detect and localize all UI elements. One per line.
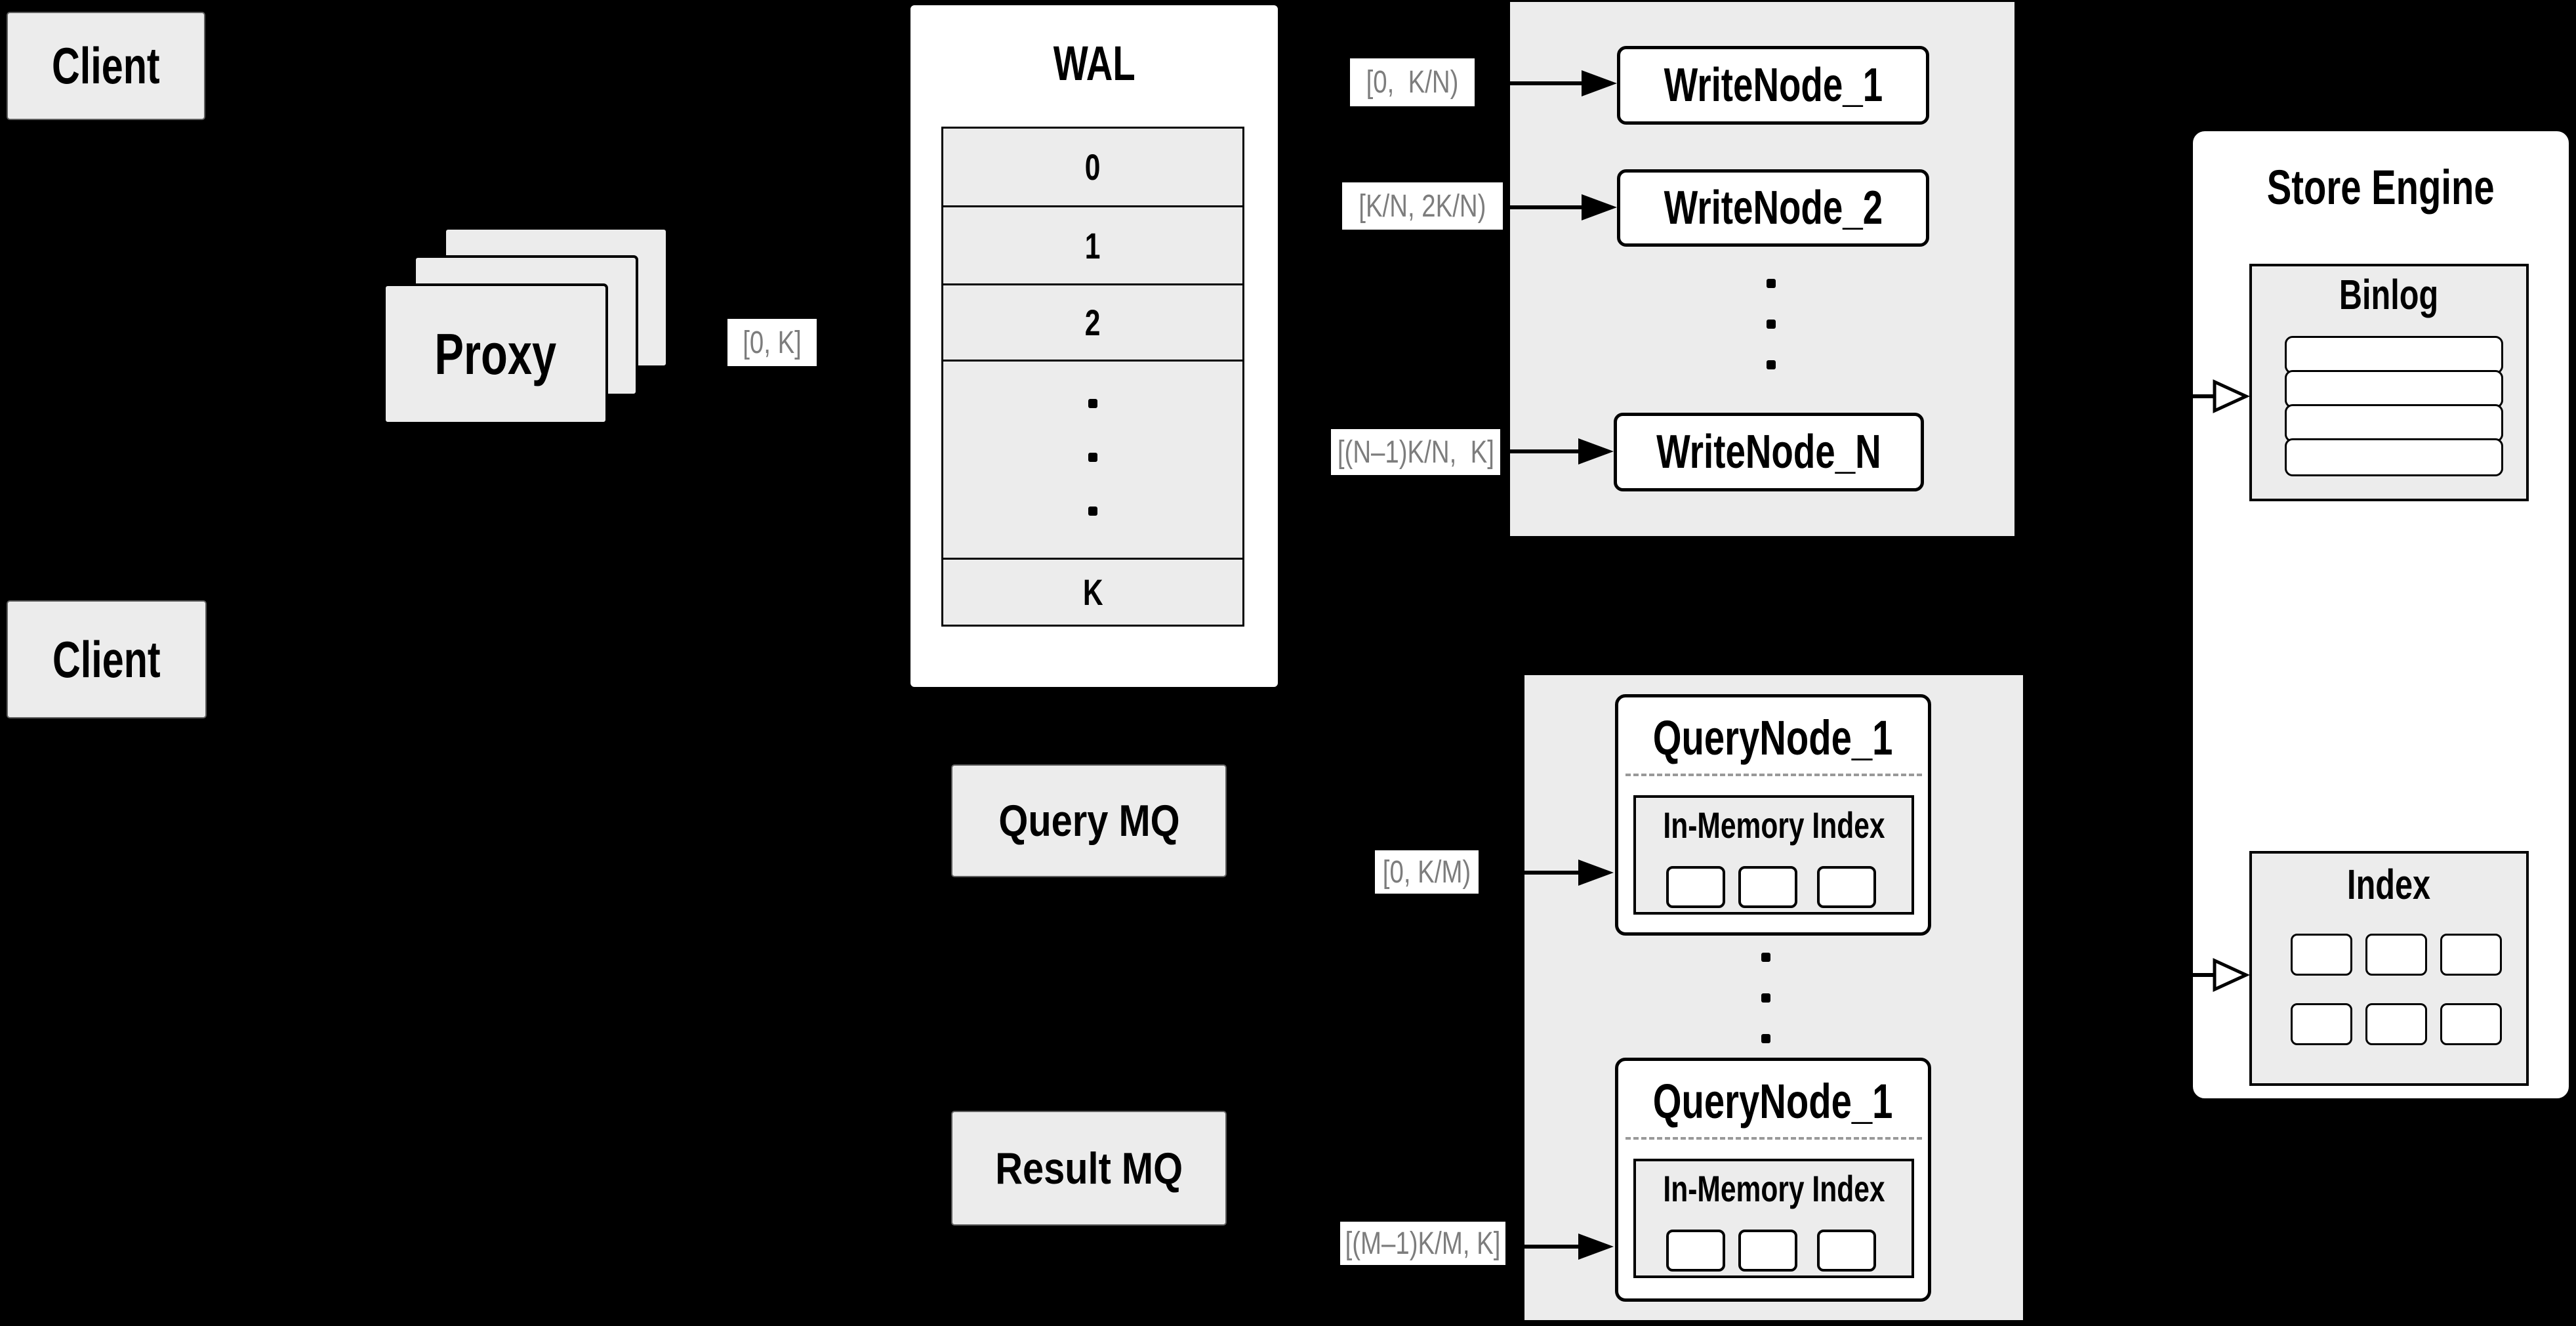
- query-range-badge-1: [0, K/M): [1375, 850, 1479, 894]
- result-mq-label: Result MQ: [995, 1143, 1183, 1193]
- write-node-1: WriteNode_1: [1617, 46, 1929, 125]
- client-box-top: Client: [7, 12, 205, 120]
- memory-segment-cell: [1738, 866, 1797, 908]
- in-memory-index-1-title: In-Memory Index: [1662, 804, 1885, 846]
- wal-segment-row-0: 0: [943, 129, 1242, 207]
- query-mq-label: Query MQ: [998, 796, 1180, 846]
- query-node-ellipsis-dot: [1761, 953, 1770, 962]
- binlog-input-arrow: [2125, 379, 2250, 413]
- write-node-2: WriteNode_2: [1617, 169, 1929, 247]
- binlog-row: [2285, 404, 2503, 442]
- arrowhead-write-n: [1578, 438, 1614, 465]
- wal-title: WAL: [1053, 35, 1135, 91]
- client-bottom-label: Client: [52, 630, 161, 688]
- index-input-arrow: [2125, 958, 2250, 992]
- write-range-2-label: [K/N, 2K/N): [1359, 188, 1486, 224]
- index-cell: [2365, 1003, 2427, 1045]
- wal-segment-table: 0 1 2 K: [941, 127, 1244, 627]
- arrow-line-write-n: [1502, 449, 1578, 453]
- write-node-ellipsis-dot: [1767, 320, 1776, 329]
- arrowhead-query-1: [1578, 860, 1614, 886]
- index-title-block: Index: [2249, 858, 2529, 911]
- query-range-badge-2: [(M–1)K/M, K]: [1340, 1222, 1505, 1265]
- result-mq-box: Result MQ: [951, 1111, 1227, 1226]
- write-range-badge-n: [(N–1)K/N, K]: [1331, 429, 1500, 475]
- query-node-1-title: QueryNode_1: [1653, 710, 1893, 765]
- proxy-range-badge: [0, K]: [727, 319, 817, 366]
- write-node-ellipsis-dot: [1767, 279, 1776, 288]
- index-cell: [2291, 1003, 2352, 1045]
- query-node-1-divider: [1625, 774, 1922, 776]
- wal-segment-row-k: K: [943, 560, 1242, 625]
- write-node-ellipsis-dot: [1767, 360, 1776, 369]
- index-cell: [2291, 934, 2352, 976]
- arrow-line-write-2: [1504, 205, 1582, 209]
- arrowhead-write-1: [1582, 70, 1617, 96]
- wal-segment-label: 0: [1085, 146, 1101, 188]
- query-mq-box: Query MQ: [951, 764, 1227, 877]
- write-range-badge-1: [0, K/N): [1350, 58, 1475, 106]
- binlog-title: Binlog: [2339, 271, 2439, 318]
- write-range-n-label: [(N–1)K/N, K]: [1337, 434, 1494, 470]
- arrow-line-query-2: [1507, 1245, 1578, 1249]
- binlog-row: [2285, 438, 2503, 476]
- wal-segment-label: 2: [1085, 302, 1101, 343]
- arrowhead-write-2: [1582, 194, 1617, 220]
- wal-segment-label: K: [1082, 571, 1103, 613]
- query-range-1-label: [0, K/M): [1382, 854, 1471, 890]
- write-node-n: WriteNode_N: [1614, 413, 1924, 491]
- wal-ellipsis-dot: [1088, 453, 1097, 462]
- query-range-2-label: [(M–1)K/M, K]: [1345, 1226, 1501, 1261]
- memory-segment-cell: [1666, 1230, 1725, 1272]
- index-cell: [2440, 1003, 2502, 1045]
- binlog-title-block: Binlog: [2249, 268, 2529, 321]
- in-memory-index-1-title-block: In-Memory Index: [1633, 802, 1914, 848]
- arrow-line-query-1: [1480, 871, 1578, 875]
- client-top-label: Client: [52, 37, 160, 94]
- binlog-row: [2285, 336, 2503, 374]
- client-box-bottom: Client: [7, 600, 207, 718]
- in-memory-index-2-title: In-Memory Index: [1662, 1167, 1885, 1209]
- memory-segment-cell: [1817, 1230, 1876, 1272]
- write-range-badge-2: [K/N, 2K/N): [1342, 182, 1503, 230]
- index-title: Index: [2347, 861, 2431, 908]
- wal-segment-row-2: 2: [943, 285, 1242, 362]
- in-memory-index-2-title-block: In-Memory Index: [1633, 1165, 1914, 1211]
- query-node-1-title-block: QueryNode_1: [1615, 710, 1931, 765]
- write-node-1-label: WriteNode_1: [1664, 59, 1883, 112]
- query-node-ellipsis-dot: [1761, 1034, 1770, 1043]
- memory-segment-cell: [1738, 1230, 1797, 1272]
- query-node-2-title: QueryNode_1: [1653, 1073, 1893, 1129]
- memory-segment-cell: [1666, 866, 1725, 908]
- query-node-2-divider: [1625, 1137, 1922, 1140]
- write-node-n-label: WriteNode_N: [1656, 426, 1881, 478]
- store-engine-title: Store Engine: [2267, 159, 2495, 215]
- wal-ellipsis-dot: [1088, 399, 1097, 408]
- proxy-label: Proxy: [434, 321, 557, 386]
- proxy-box: Proxy: [383, 283, 608, 425]
- write-node-2-label: WriteNode_2: [1664, 182, 1883, 234]
- arrow-line-write-1: [1479, 81, 1582, 85]
- wal-segment-label: 1: [1085, 224, 1101, 266]
- proxy-range-label: [0, K]: [743, 325, 802, 360]
- binlog-row: [2285, 370, 2503, 408]
- query-node-ellipsis-dot: [1761, 993, 1770, 1003]
- wal-ellipsis-dot: [1088, 507, 1097, 516]
- memory-segment-cell: [1817, 866, 1876, 908]
- store-engine-title-block: Store Engine: [2190, 159, 2571, 215]
- index-cell: [2365, 934, 2427, 976]
- index-cell: [2440, 934, 2502, 976]
- write-range-1-label: [0, K/N): [1366, 65, 1459, 100]
- query-node-2-title-block: QueryNode_1: [1615, 1073, 1931, 1129]
- wal-segment-row-1: 1: [943, 207, 1242, 285]
- wal-title-block: WAL: [909, 35, 1280, 91]
- arrowhead-query-2: [1578, 1233, 1614, 1260]
